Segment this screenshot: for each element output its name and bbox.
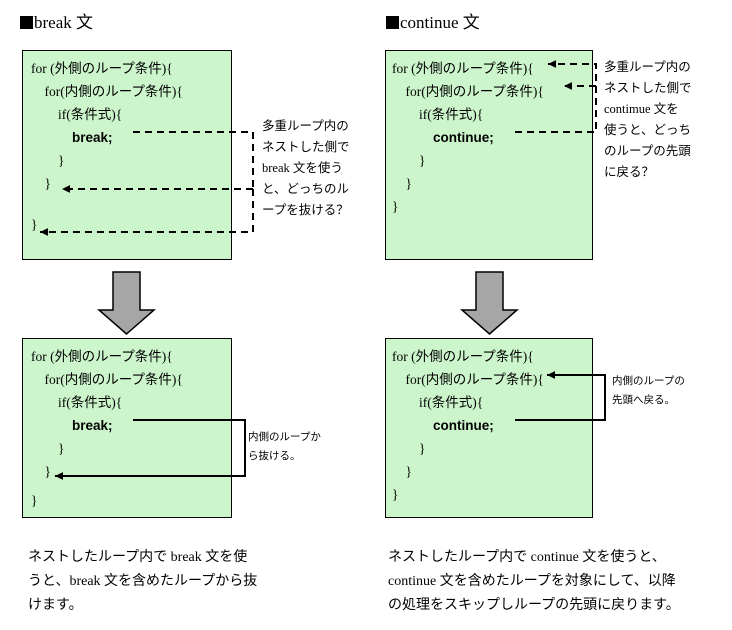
break-bottom-keyword: break; [72,418,113,433]
break-top-code-line-4: } [31,153,65,168]
continue-top-code-line-1: for(内側のループ条件){ [392,84,544,99]
continue-section-heading: continue 文 [386,13,480,33]
break-caption: ネストしたループ内で break 文を使 うと、break 文を含めたループから… [28,550,258,613]
continue-bottom-code-box [385,338,593,518]
continue-bottom-annotation: 内側のループの 先頭へ戻る。 [612,376,685,406]
break-bottom-code-line-0: for (外側のループ条件){ [31,349,173,364]
break-heading-text: break 文 [34,13,94,32]
break-top-annotation: 多重ループ内の ネストした側で break 文を使う と、どっちのル ープを抜け… [262,119,350,217]
break-bottom-code-line-2: if(条件式){ [31,395,123,410]
break-bottom-annotation: 内側のループか ら抜ける。 [248,432,321,462]
continue-bottom-code-line-6: } [392,487,399,502]
break-top-code-line-7: } [31,217,38,232]
continue-top-code-line-4: } [392,153,426,168]
bullet-square-icon [20,16,33,29]
break-top-code-line-5: } [31,176,51,191]
continue-bottom-code-line-1: for(内側のループ条件){ [392,372,544,387]
continue-top-code-line-2: if(条件式){ [392,107,484,122]
continue-top-annotation: 多重ループ内の ネストした側で contimue 文を 使うと、どっち のループ… [604,60,692,179]
continue-bottom-code-line-2: if(条件式){ [392,395,484,410]
break-down-arrow-icon [97,271,156,335]
continue-heading-text: continue 文 [400,13,480,32]
continue-top-code-line-5: } [392,176,412,191]
continue-down-arrow-icon [460,271,519,335]
continue-bottom-code-line-0: for (外側のループ条件){ [392,349,534,364]
break-bottom-code-line-5: } [31,464,51,479]
continue-top-keyword: continue; [433,130,494,145]
break-top-code-line-1: for(内側のループ条件){ [31,84,183,99]
break-bottom-code-line-4: } [31,441,65,456]
bullet-square-icon [386,16,399,29]
continue-bottom-keyword: continue; [433,418,494,433]
break-section-heading: break 文 [20,13,93,33]
continue-caption: ネストしたループ内で continue 文を使うと、 continue 文を含め… [388,550,680,613]
break-top-keyword: break; [72,130,113,145]
continue-top-code-line-6: } [392,199,399,214]
break-bottom-code-line-7: } [31,493,38,508]
continue-bottom-code-line-4: } [392,441,426,456]
break-top-code-line-0: for (外側のループ条件){ [31,61,173,76]
break-top-code-line-2: if(条件式){ [31,107,123,122]
continue-top-code-line-0: for (外側のループ条件){ [392,61,534,76]
break-bottom-code-line-1: for(内側のループ条件){ [31,372,183,387]
continue-bottom-code-line-5: } [392,464,412,479]
